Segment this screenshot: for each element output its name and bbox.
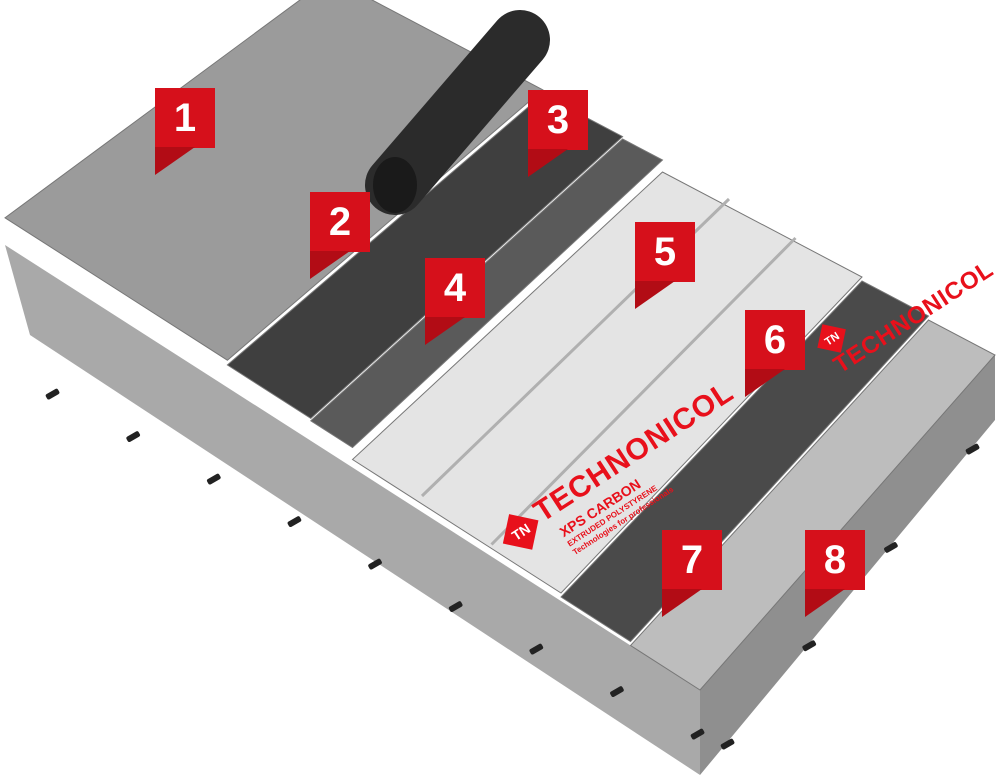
cap-sheet-layer — [4, 0, 544, 361]
primer-layer — [309, 138, 664, 449]
marker-4: 4 — [425, 258, 485, 346]
rebar-end — [368, 558, 382, 570]
xps-board-layer — [351, 171, 863, 594]
membrane-roll-end — [373, 157, 417, 213]
concrete-top — [629, 319, 996, 691]
concrete-front-face — [5, 245, 700, 775]
membrane-layer — [226, 93, 624, 420]
rebar-end — [287, 516, 302, 527]
technonicol-logo-icon: TN — [817, 324, 846, 353]
marker-2: 2 — [310, 192, 370, 280]
rebar-end — [965, 443, 980, 455]
rebar-end — [802, 640, 817, 652]
rebar-end — [720, 738, 735, 750]
marker-8: 8 — [805, 530, 865, 618]
marker-3: 3 — [528, 90, 588, 178]
rebar-end — [529, 643, 544, 655]
marker-7: 7 — [662, 530, 722, 618]
technonicol-logo-icon: TN — [502, 513, 539, 550]
marker-5: 5 — [635, 222, 695, 310]
rebar-end — [884, 542, 898, 553]
rebar-end — [45, 388, 60, 400]
xps-board-seam — [490, 236, 797, 546]
rebar-end — [610, 686, 624, 697]
rebar-end — [206, 473, 221, 485]
membrane-roll — [365, 10, 550, 215]
rebar-end — [448, 601, 463, 612]
rebar-end — [126, 431, 141, 442]
rebar-end — [690, 728, 705, 740]
marker-6: 6 — [745, 310, 805, 398]
marker-1: 1 — [155, 88, 215, 176]
